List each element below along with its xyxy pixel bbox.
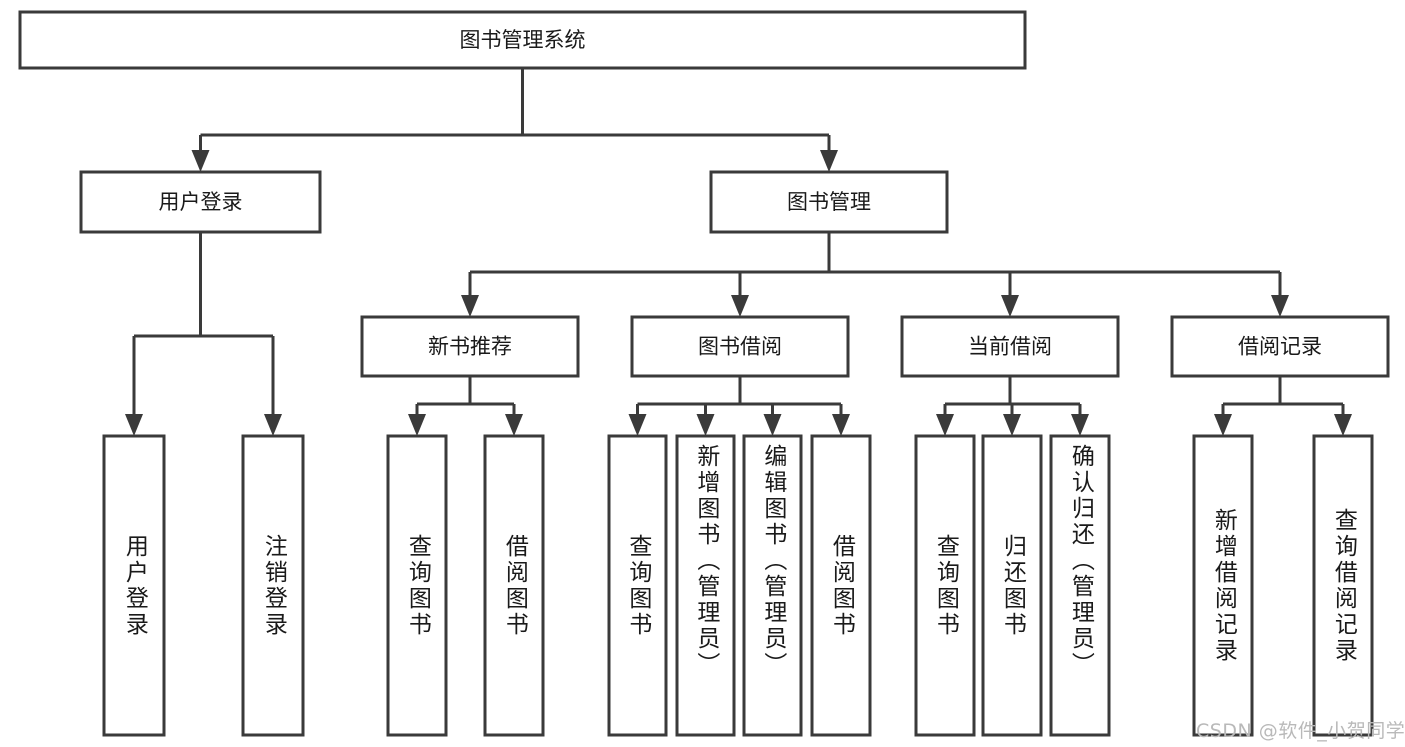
arrow-head-icon: [1003, 414, 1021, 436]
level3-node-借阅记录-label: 借阅记录: [1238, 335, 1322, 359]
level3-node-当前借阅-rect: [900, 315, 1120, 378]
leaf-8-node-查询图书[interactable]: [914, 434, 976, 737]
leaf-7-node-借阅图书[interactable]: [810, 434, 872, 737]
level3-node-借阅记录-rect: [1170, 315, 1390, 378]
leaf-7-node-借阅图书-rect: [810, 434, 872, 737]
level3-node-当前借阅-label: 当前借阅: [968, 335, 1052, 359]
leaf-0-node-用户登录-rect: [102, 434, 166, 737]
leaf-3-node-借阅图书-rect: [483, 434, 545, 737]
node-图书管理系统-root-label: 图书管理系统: [460, 28, 586, 52]
arrow-head-icon: [1001, 295, 1019, 317]
arrow-head-icon: [936, 414, 954, 436]
leaf-2-node-查询图书-rect: [386, 434, 448, 737]
level2-node-图书管理-label: 图书管理: [787, 190, 871, 214]
arrow-head-icon: [191, 150, 210, 172]
leaf-10-node-确认归还管理员-rect: [1049, 434, 1111, 737]
level3-node-当前借阅[interactable]: 当前借阅: [900, 315, 1120, 378]
arrow-head-icon: [125, 414, 143, 436]
level2-node-图书管理[interactable]: 图书管理: [709, 170, 949, 234]
arrow-head-icon: [1334, 414, 1352, 436]
level2-node-图书管理-rect: [709, 170, 949, 234]
leaf-9-node-归还图书[interactable]: [981, 434, 1043, 737]
level3-node-图书借阅-rect: [630, 315, 850, 378]
arrow-head-icon: [731, 295, 749, 317]
leaf-4-node-查询图书[interactable]: [607, 434, 668, 737]
leaf-3-node-借阅图书[interactable]: [483, 434, 545, 737]
level3-node-新书推荐-label: 新书推荐: [428, 335, 512, 359]
level3-node-新书推荐-rect: [360, 315, 580, 378]
leaf-1-node-注销登录-rect: [241, 434, 305, 737]
arrow-head-icon: [505, 414, 523, 436]
leaf-4-node-查询图书-rect: [607, 434, 668, 737]
leaf-10-node-确认归还管理员[interactable]: [1049, 434, 1111, 737]
level3-node-新书推荐[interactable]: 新书推荐: [360, 315, 580, 378]
arrow-head-icon: [696, 414, 715, 436]
node-图书管理系统-root-rect: [18, 10, 1027, 70]
leaf-12-node-查询借阅记录-rect: [1312, 434, 1374, 737]
arrow-head-icon: [832, 414, 850, 436]
leaf-9-node-归还图书-rect: [981, 434, 1043, 737]
node-图书管理系统-root[interactable]: 图书管理系统: [18, 10, 1027, 70]
leaf-12-node-查询借阅记录[interactable]: [1312, 434, 1374, 737]
leaf-8-node-查询图书-rect: [914, 434, 976, 737]
leaf-5-node-新增图书管理员-rect: [675, 434, 736, 737]
arrow-head-icon: [1071, 414, 1089, 436]
arrow-head-icon: [461, 295, 479, 317]
arrow-head-icon: [264, 414, 282, 436]
level3-node-借阅记录[interactable]: 借阅记录: [1170, 315, 1390, 378]
arrow-head-icon: [628, 414, 647, 436]
leaf-2-node-查询图书[interactable]: [386, 434, 448, 737]
leaf-11-node-新增借阅记录[interactable]: [1192, 434, 1254, 737]
level2-node-用户登录[interactable]: 用户登录: [79, 170, 322, 234]
leaf-11-node-新增借阅记录-rect: [1192, 434, 1254, 737]
leaf-6-node-编辑图书管理员[interactable]: [742, 434, 803, 737]
level3-node-图书借阅[interactable]: 图书借阅: [630, 315, 850, 378]
level3-node-图书借阅-label: 图书借阅: [698, 335, 782, 359]
arrow-head-icon: [820, 150, 838, 172]
arrow-head-icon: [763, 414, 782, 436]
leaf-0-node-用户登录[interactable]: [102, 434, 166, 737]
leaf-6-node-编辑图书管理员-rect: [742, 434, 803, 737]
level2-node-用户登录-label: 用户登录: [159, 190, 243, 214]
arrow-head-icon: [1214, 414, 1232, 436]
level2-node-用户登录-rect: [79, 170, 322, 234]
arrow-head-icon: [408, 414, 426, 436]
arrow-head-icon: [1271, 295, 1289, 317]
leaf-5-node-新增图书管理员[interactable]: [675, 434, 736, 737]
leaf-1-node-注销登录[interactable]: [241, 434, 305, 737]
